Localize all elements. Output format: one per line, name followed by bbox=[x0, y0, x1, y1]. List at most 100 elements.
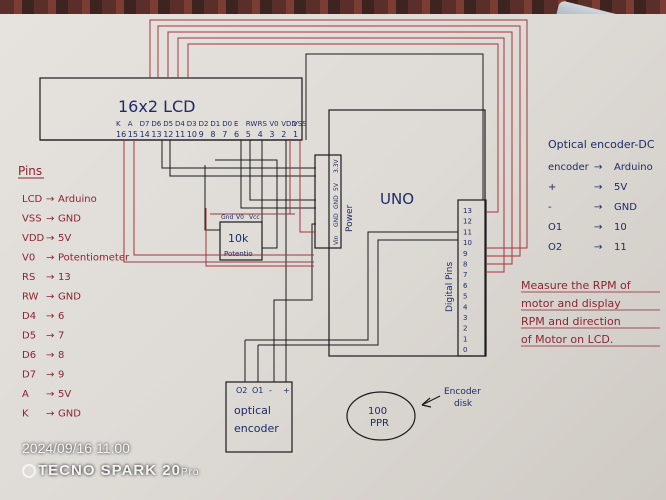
pins-row-right: GND bbox=[58, 292, 81, 303]
pot-pin-vcc: Vcc bbox=[249, 214, 260, 221]
lcd-pin-name: RS bbox=[258, 120, 268, 128]
pins-list: LCD→ArduinoVSS→GNDVDD→5VV0→Potentiometer… bbox=[22, 194, 130, 420]
lcd-pin-name: D2 bbox=[199, 120, 209, 128]
lcd-pin-name: RW bbox=[246, 120, 258, 128]
encoder-row-left: O2 bbox=[548, 242, 562, 253]
disk-label: 100 bbox=[368, 406, 387, 417]
lcd-title: 16x2 LCD bbox=[118, 97, 196, 116]
lcd-pin-number: 7 bbox=[222, 130, 227, 139]
lcd-pin-name: D3 bbox=[187, 120, 197, 128]
lcd-pin-name: A bbox=[128, 120, 133, 128]
lcd-pin-name: D1 bbox=[210, 120, 220, 128]
optical-encoder bbox=[225, 381, 293, 453]
lcd-pin-number: 5 bbox=[246, 130, 251, 139]
lcd-pin-number: 9 bbox=[199, 130, 204, 139]
digital-pin-label: 13 bbox=[463, 207, 472, 215]
pins-row-arrow: → bbox=[46, 233, 54, 244]
digital-pin-label: 12 bbox=[463, 218, 472, 226]
pins-row-right: Potentiometer bbox=[58, 253, 130, 264]
lcd-pin-name: D6 bbox=[151, 120, 161, 128]
lcd-pin-number: 11 bbox=[175, 130, 185, 139]
task-note-line: motor and display bbox=[521, 297, 621, 310]
digital-pin-label: 3 bbox=[463, 314, 467, 322]
pins-row-arrow: → bbox=[46, 409, 54, 420]
pins-row-right: GND bbox=[58, 214, 81, 225]
encoder-section-title: Optical encoder-DC bbox=[548, 138, 655, 151]
digital-pin-label: 8 bbox=[463, 261, 467, 269]
encoder-label: optical bbox=[234, 404, 271, 417]
encoder-row-right: 10 bbox=[614, 222, 627, 233]
encoder-row-arrow: → bbox=[594, 182, 602, 193]
power-header bbox=[314, 154, 342, 249]
pins-row-left: RW bbox=[22, 292, 39, 303]
encoder-pin-o2: O2 bbox=[236, 386, 247, 395]
encoder-row-left: encoder bbox=[548, 162, 590, 173]
pot-pin-gnd: Gnd bbox=[221, 214, 233, 221]
lcd-pin-name: D4 bbox=[175, 120, 185, 128]
digital-pin-label: 2 bbox=[463, 325, 467, 333]
power-pin-label: 3.3V bbox=[333, 158, 340, 173]
pins-row-arrow: → bbox=[46, 292, 54, 303]
encoder-row-arrow: → bbox=[594, 222, 602, 233]
digital-pin-label: 1 bbox=[463, 335, 467, 343]
encoder-row-left: + bbox=[548, 182, 556, 193]
pins-row-left: D5 bbox=[22, 331, 36, 342]
pins-title: Pins bbox=[18, 164, 42, 178]
pins-row-arrow: → bbox=[46, 194, 54, 205]
task-note-line: Measure the RPM of bbox=[521, 279, 632, 292]
pins-row-arrow: → bbox=[46, 311, 54, 322]
pins-row-arrow: → bbox=[46, 389, 54, 400]
digital-pin-label: 9 bbox=[463, 250, 467, 258]
power-pin-label: GND bbox=[333, 195, 340, 209]
digital-pin-label: 11 bbox=[463, 228, 472, 236]
lcd-pin-number: 14 bbox=[140, 130, 150, 139]
lcd-pin-name: E bbox=[234, 120, 238, 128]
pins-row-right: 8 bbox=[58, 350, 64, 361]
lcd-pin-number: 15 bbox=[128, 130, 138, 139]
disk-callout-2: disk bbox=[454, 399, 473, 409]
encoder-row-arrow: → bbox=[594, 242, 602, 253]
pins-row-right: 13 bbox=[58, 272, 71, 283]
lcd-pin-number: 2 bbox=[281, 130, 286, 139]
black-wires bbox=[161, 140, 458, 382]
lcd-pin-number: 6 bbox=[234, 130, 239, 139]
lcd-pin-name: D0 bbox=[222, 120, 232, 128]
paper-sheet bbox=[0, 14, 666, 500]
red-wires bbox=[123, 19, 528, 273]
encoder-row-left: - bbox=[548, 202, 552, 213]
pins-row-arrow: → bbox=[46, 214, 54, 225]
lcd-pin-number: 3 bbox=[269, 130, 274, 139]
pot-sublabel: Potentio bbox=[224, 250, 253, 258]
encoder-row-right: Arduino bbox=[614, 162, 653, 173]
task-note-line: of Motor on LCD. bbox=[521, 333, 613, 346]
encoder-pin-plus: + bbox=[283, 386, 290, 395]
pins-row-arrow: → bbox=[46, 370, 54, 381]
encoder-disk bbox=[346, 391, 416, 441]
lcd-pin-number: 10 bbox=[187, 130, 197, 139]
pins-row-left: VDD bbox=[22, 233, 45, 244]
encoder-pin-minus: - bbox=[269, 386, 272, 395]
pins-row-arrow: → bbox=[46, 331, 54, 342]
disk-callout: Encoder bbox=[444, 387, 481, 397]
photo-timestamp: 2024/09/16 11:00 bbox=[22, 440, 130, 456]
pins-row-right: 5V bbox=[58, 233, 71, 244]
pins-row-left: A bbox=[22, 389, 29, 400]
uno-title: UNO bbox=[380, 190, 414, 208]
digital-pin-label: 0 bbox=[463, 346, 467, 354]
pins-row-right: 6 bbox=[58, 311, 64, 322]
lcd-pin-number: 1 bbox=[293, 130, 298, 139]
uno-board bbox=[328, 109, 486, 357]
digital-header bbox=[457, 199, 487, 357]
lcd-pin-name: VSS bbox=[293, 120, 307, 128]
lcd-pin-name: V0 bbox=[269, 120, 278, 128]
pins-row-left: D7 bbox=[22, 370, 36, 381]
lcd-pin-name: D7 bbox=[140, 120, 150, 128]
digital-pin-label: 6 bbox=[463, 282, 468, 290]
digital-pin-label: 5 bbox=[463, 293, 467, 301]
